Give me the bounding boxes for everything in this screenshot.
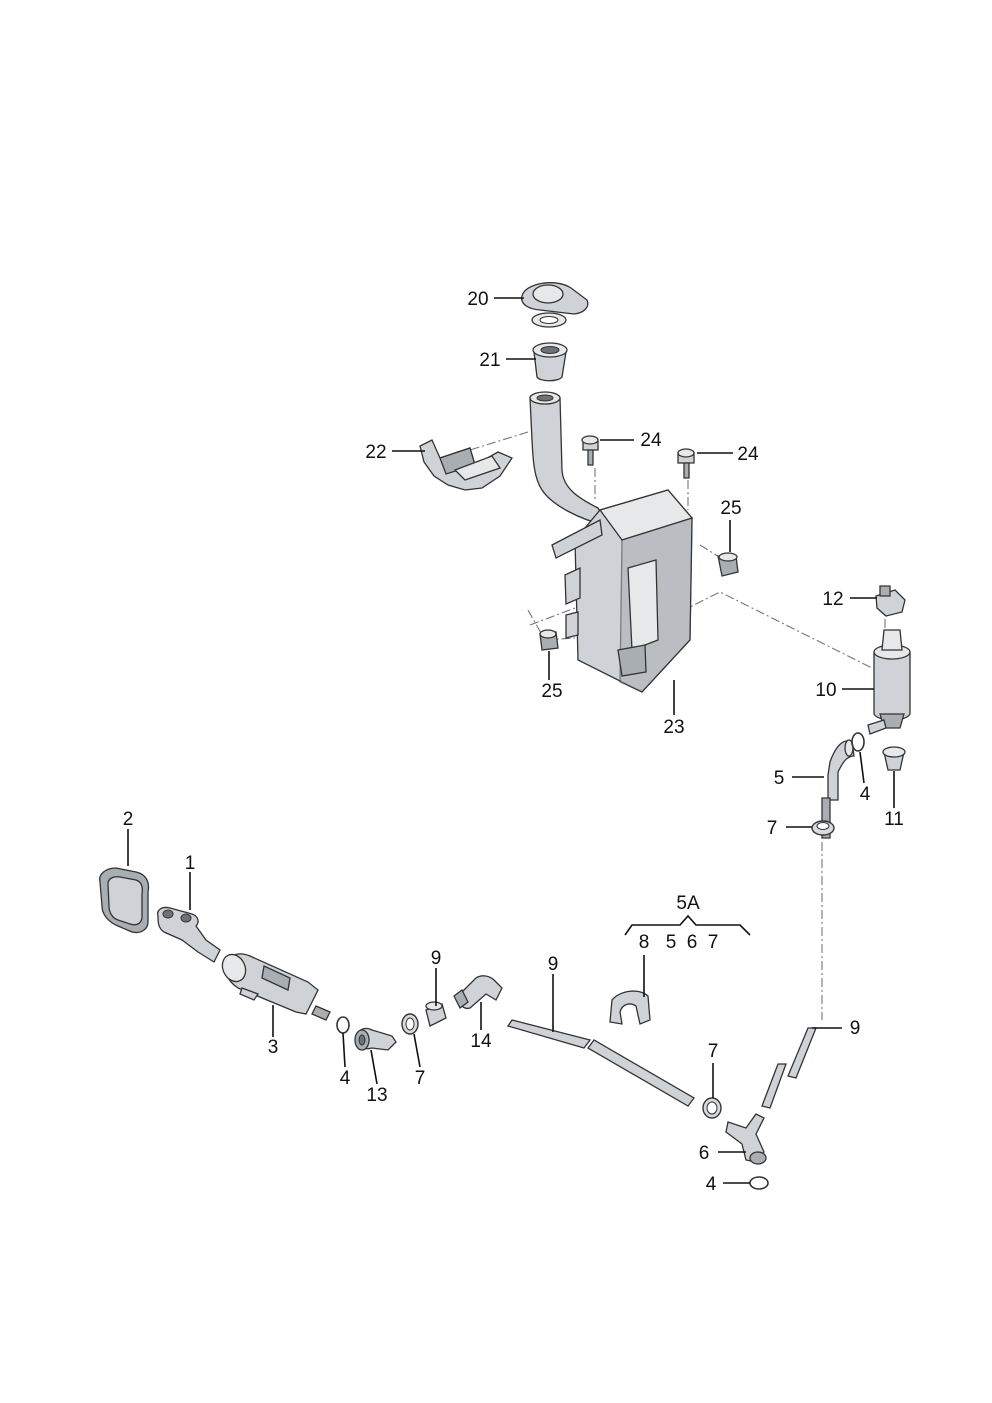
callout-4-left: 4 bbox=[340, 1068, 351, 1089]
callout-23: 23 bbox=[663, 717, 684, 738]
washer-reservoir-part bbox=[529, 391, 694, 693]
callout-9-right: 9 bbox=[850, 1018, 861, 1039]
seal-ring-part-bottom bbox=[749, 1176, 769, 1190]
callout-11: 11 bbox=[884, 809, 904, 830]
callout-7-right: 7 bbox=[708, 1041, 719, 1062]
callout-13: 13 bbox=[366, 1085, 387, 1106]
callout-2: 2 bbox=[123, 809, 134, 830]
callout-5-group: 5 bbox=[666, 932, 677, 953]
elbow-connector-part bbox=[354, 1027, 397, 1051]
connector-part bbox=[875, 585, 906, 617]
bracket-part bbox=[419, 439, 513, 491]
hose-part-long bbox=[506, 1019, 695, 1107]
filler-cap-part bbox=[521, 282, 589, 328]
callout-21: 21 bbox=[479, 350, 500, 371]
bolt-part-right bbox=[677, 448, 695, 479]
hose-clamp-part-mid bbox=[401, 1013, 419, 1035]
callout-7-group: 7 bbox=[708, 932, 719, 953]
callout-4-right: 4 bbox=[860, 784, 871, 805]
hose-part-right bbox=[761, 1027, 817, 1109]
callout-3: 3 bbox=[268, 1037, 279, 1058]
callout-6: 6 bbox=[699, 1143, 710, 1164]
clip-part bbox=[609, 990, 651, 1025]
callout-10: 10 bbox=[815, 680, 836, 701]
callout-24-right: 24 bbox=[737, 444, 759, 465]
washer-pump-part bbox=[867, 629, 911, 735]
callout-4-bottom: 4 bbox=[706, 1174, 717, 1195]
t-piece-part bbox=[725, 1113, 767, 1165]
callout-9-short: 9 bbox=[431, 948, 442, 969]
callout-25-right: 25 bbox=[720, 498, 741, 519]
adapter-part bbox=[532, 342, 568, 382]
callout-7-mid: 7 bbox=[415, 1068, 426, 1089]
nut-part-right bbox=[717, 552, 739, 577]
callout-9-long: 9 bbox=[548, 954, 559, 975]
callout-25-left: 25 bbox=[541, 681, 562, 702]
callout-6-group: 6 bbox=[687, 932, 698, 953]
grommet-part bbox=[882, 746, 906, 771]
nut-part-left bbox=[539, 629, 559, 651]
callout-20: 20 bbox=[467, 289, 488, 310]
telescopic-cylinder-part bbox=[221, 953, 331, 1021]
callout-5: 5 bbox=[774, 768, 785, 789]
hose-piece-part-short bbox=[425, 1001, 447, 1027]
hose-clamp-part-right bbox=[702, 1097, 722, 1119]
hose-clamp-part-top bbox=[811, 820, 835, 836]
bolt-part-left bbox=[581, 435, 599, 466]
callout-1: 1 bbox=[185, 853, 196, 874]
callout-22: 22 bbox=[365, 442, 386, 463]
leader-lines bbox=[127, 297, 895, 1184]
callout-14: 14 bbox=[470, 1031, 492, 1052]
seal-ring-part-left bbox=[336, 1016, 350, 1034]
callout-labels: 20 21 22 24 24 25 25 23 12 10 5 4 11 7 2… bbox=[123, 289, 904, 1195]
callout-7-top: 7 bbox=[767, 818, 778, 839]
callout-5A: 5A bbox=[676, 893, 700, 914]
callout-8: 8 bbox=[639, 932, 650, 953]
seal-ring-part-right bbox=[851, 732, 865, 752]
callout-12: 12 bbox=[822, 589, 843, 610]
elbow-connector-part-2 bbox=[453, 975, 503, 1010]
callout-24-left: 24 bbox=[640, 430, 662, 451]
nozzle-part bbox=[156, 906, 221, 963]
cover-cap-part bbox=[99, 867, 150, 934]
